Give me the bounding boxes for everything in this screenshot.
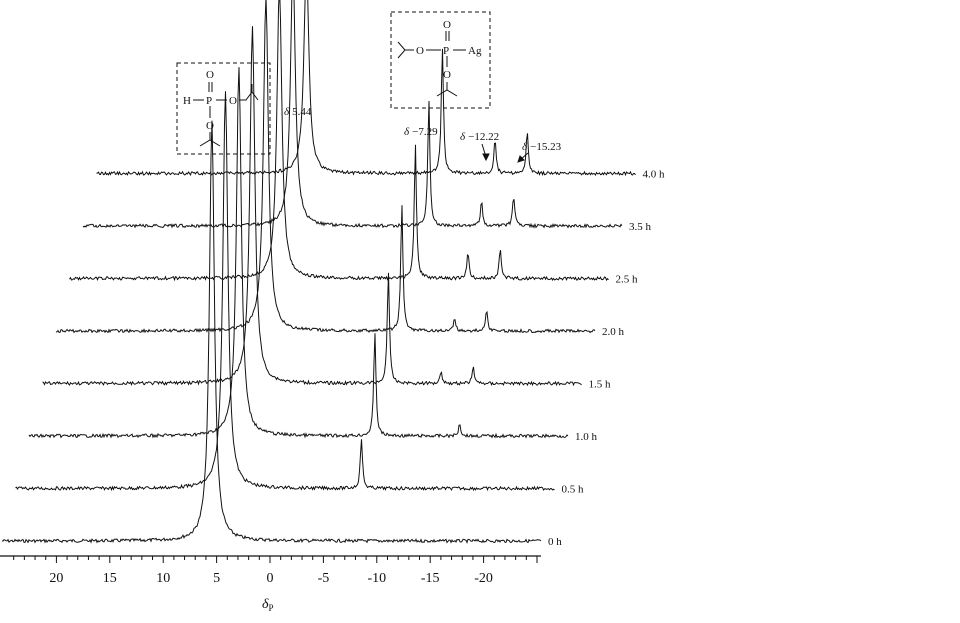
- time-label: 3.5 h: [629, 221, 652, 233]
- annotation-neg-15-23: δ−15.23: [522, 141, 562, 153]
- atom-p-right: P: [443, 45, 449, 57]
- spectrum-trace: [96, 0, 636, 177]
- structure-right-silver-phosphite: O O P Ag O: [390, 11, 491, 109]
- x-tick-label: 15: [103, 571, 117, 586]
- spectrum-trace: [15, 91, 555, 492]
- annotation-arrows: [481, 143, 529, 163]
- x-tick-label: 5: [213, 571, 220, 586]
- time-label: 2.0 h: [602, 326, 625, 338]
- x-axis-ticks: 20 15 10 5 0 -5 -10 -15 -20: [13, 556, 538, 586]
- time-label: 1.5 h: [589, 379, 612, 391]
- annotation-neg-12-22: δ−12.22: [460, 131, 499, 143]
- time-label: 0 h: [548, 536, 562, 548]
- spectra-group: [1, 0, 636, 544]
- atom-o-top-left: O: [206, 69, 214, 81]
- spectrum-trace: [69, 0, 609, 282]
- x-tick-label: 0: [267, 571, 274, 586]
- x-tick-label: -5: [318, 571, 330, 586]
- annotation-neg-7-29: δ−7.29: [404, 126, 438, 138]
- x-axis-label-symbol: δ: [262, 597, 269, 612]
- time-label: 4.0 h: [643, 169, 666, 181]
- time-label: 1.0 h: [575, 431, 598, 443]
- x-tick-label: -15: [421, 571, 440, 586]
- spectrum-trace: [1, 120, 542, 544]
- atom-o-top-right: O: [443, 19, 451, 31]
- spectrum-trace: [42, 26, 582, 387]
- structure-right-box: [390, 11, 491, 109]
- atom-ag-right: Ag: [468, 45, 482, 57]
- structure-left-box: [176, 62, 271, 155]
- atom-o-right-left: O: [229, 95, 237, 107]
- x-axis-label: δP: [262, 597, 274, 613]
- x-tick-label: 10: [156, 571, 170, 586]
- x-axis-label-subscript: P: [269, 603, 274, 613]
- atom-o-bottom-left: O: [206, 120, 214, 132]
- spectrum-trace: [55, 0, 596, 334]
- time-labels-group: 0 h 0.5 h 1.0 h 1.5 h 2.0 h 2.5 h 3.5 h 4.0 h: [548, 169, 665, 549]
- time-label: 0.5 h: [562, 484, 585, 496]
- x-tick-label: -10: [367, 571, 386, 586]
- x-tick-label: -20: [474, 571, 493, 586]
- atom-o-bottom-right: O: [443, 69, 451, 81]
- structure-left-diisopropyl-phosphite: O H P O O: [176, 62, 271, 155]
- spectrum-trace: [82, 0, 623, 229]
- atom-o-left-right: O: [416, 45, 424, 57]
- time-label: 2.5 h: [616, 274, 639, 286]
- spectrum-trace: [28, 67, 569, 439]
- x-tick-label: 20: [49, 571, 63, 586]
- atom-p-left: P: [206, 95, 212, 107]
- atom-h-left: H: [183, 95, 191, 107]
